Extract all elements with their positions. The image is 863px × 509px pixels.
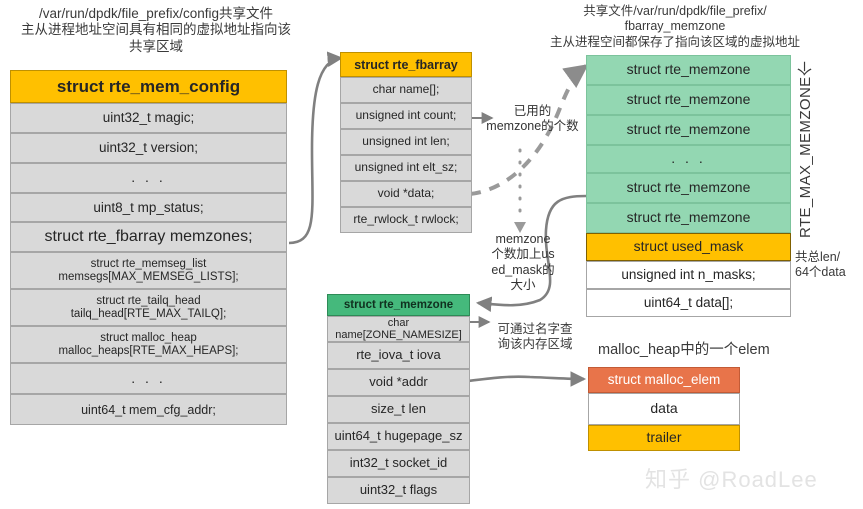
mem-config-field-mem-cfg-addr: uint64_t mem_cfg_addr; (10, 394, 287, 425)
fbarray-field-elt-sz: unsigned int elt_sz; (340, 155, 472, 181)
malloc-elem-table: struct malloc_elem data trailer (588, 367, 740, 451)
mem-config-note: /var/run/dpdk/file_prefix/config共享文件 主从进… (21, 6, 291, 54)
mem-config-field-ellipsis-1: . . . (10, 163, 287, 193)
memzone-struct-table: struct rte_memzone char name[ZONE_NAMESI… (327, 294, 470, 504)
lookup-by-name-note: 可通过名字查 询该内存区域 (497, 322, 573, 352)
watermark: 知乎 @RoadLee (645, 467, 818, 492)
memzone-array-table: struct rte_memzone struct rte_memzone st… (586, 55, 791, 317)
memzone-struct-title: struct rte_memzone (327, 294, 470, 316)
used-mask-title: struct used_mask (586, 233, 791, 261)
arrow-memzones-to-fbarray (288, 51, 344, 245)
mem-config-field-malloc-heaps: struct malloc_heap malloc_heaps[RTE_MAX_… (10, 326, 287, 363)
used-mask-field-data: uint64_t data[]; (586, 289, 791, 317)
used-count-note: 已用的 memzone的个数 (486, 104, 579, 134)
mem-config-field-ellipsis-2: . . . (10, 363, 287, 394)
memzone-struct-field-addr: void *addr (327, 369, 470, 396)
fbarray-memzone-note: 共享文件/var/run/dpdk/file_prefix/ fbarray_m… (549, 4, 800, 49)
malloc-elem-row-data: data (588, 393, 740, 425)
memzone-struct-field-hugepage-sz: uint64_t hugepage_sz (327, 423, 470, 450)
mem-config-field-magic: uint32_t magic; (10, 103, 287, 133)
memzone-struct-field-socket-id: int32_t socket_id (327, 450, 470, 477)
memzone-array-entry-ellipsis: . . . (586, 145, 791, 173)
mem-config-field-memsegs: struct rte_memseg_list memsegs[MAX_MEMSE… (10, 252, 287, 289)
fbarray-field-name: char name[]; (340, 77, 472, 103)
mem-config-field-memzones: struct rte_fbarray memzones; (10, 222, 287, 252)
max-memzone-count-label: RTE_MAX_MEMZONE个 (797, 61, 814, 238)
memzone-struct-field-iova: rte_iova_t iova (327, 342, 470, 369)
memzone-struct-field-len: size_t len (327, 396, 470, 423)
used-mask-field-n-masks: unsigned int n_masks; (586, 261, 791, 289)
mem-config-field-mp-status: uint8_t mp_status; (10, 193, 287, 222)
mem-config-title: struct rte_mem_config (10, 70, 287, 103)
memzone-array-entry-1: struct rte_memzone (586, 55, 791, 85)
fbarray-title: struct rte_fbarray (340, 52, 472, 77)
memzone-struct-field-name: char name[ZONE_NAMESIZE] (327, 316, 470, 342)
memzone-struct-field-flags: uint32_t flags (327, 477, 470, 504)
malloc-elem-row-trailer: trailer (588, 425, 740, 451)
fbarray-field-len: unsigned int len; (340, 129, 472, 155)
malloc-elem-title: struct malloc_elem (588, 367, 740, 393)
memzone-array-entry-4: struct rte_memzone (586, 173, 791, 203)
mem-config-table: struct rte_mem_config uint32_t magic; ui… (10, 70, 287, 425)
memzone-array-entry-5: struct rte_memzone (586, 203, 791, 233)
malloc-elem-note: malloc_heap中的一个elem (598, 342, 770, 358)
fbarray-field-data: void *data; (340, 181, 472, 207)
memzone-array-entry-3: struct rte_memzone (586, 115, 791, 145)
fbarray-table: struct rte_fbarray char name[]; unsigned… (340, 52, 472, 233)
fbarray-field-rwlock: rte_rwlock_t rwlock; (340, 207, 472, 233)
count-plus-mask-note: memzone 个数加上us ed_mask的 大小 (491, 232, 555, 292)
mem-config-field-version: uint32_t version; (10, 133, 287, 163)
total-data-note: 共总len/ 64个data (795, 250, 846, 280)
memzone-array-entry-2: struct rte_memzone (586, 85, 791, 115)
fbarray-field-count: unsigned int count; (340, 103, 472, 129)
mem-config-field-tailq-head: struct rte_tailq_head tailq_head[RTE_MAX… (10, 289, 287, 326)
